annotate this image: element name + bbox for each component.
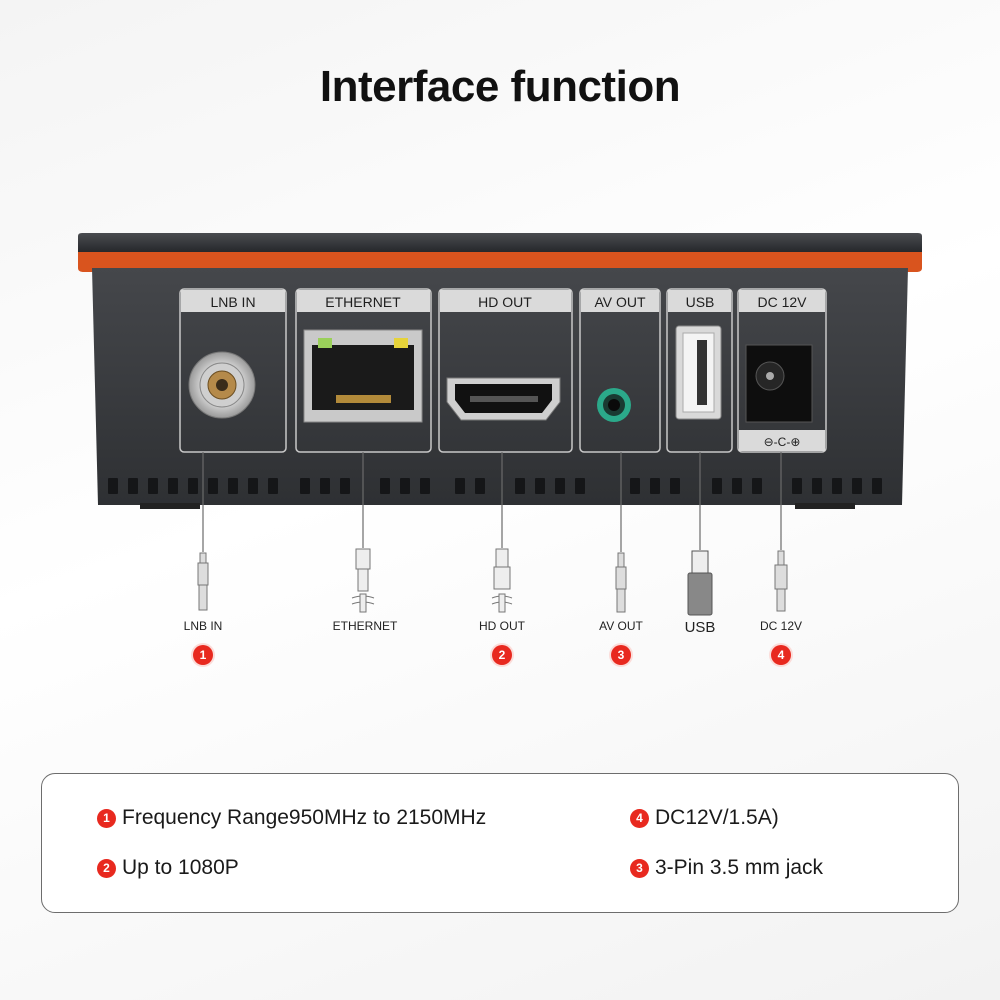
vent-slots bbox=[108, 478, 882, 494]
spec-resolution: 2 Up to 1080P bbox=[97, 856, 239, 880]
lnb-port bbox=[188, 351, 256, 419]
spec-text-power: DC12V/1.5A) bbox=[655, 806, 779, 829]
port-label-dc: DC 12V bbox=[757, 294, 807, 310]
spec-frequency: 1 Frequency Range950MHz to 2150MHz bbox=[97, 806, 486, 830]
spec-text-frequency: Frequency Range950MHz to 2150MHz bbox=[122, 806, 487, 829]
spec-badge-2: 2 bbox=[97, 858, 116, 878]
page-title: Interface function bbox=[319, 62, 681, 111]
spec-power: 4 DC12V/1.5A) bbox=[630, 806, 779, 830]
cable-label-lnb: LNB IN bbox=[183, 619, 223, 633]
spec-badge-3: 3 bbox=[630, 858, 649, 878]
spec-badge-4: 4 bbox=[630, 808, 649, 828]
spec-box bbox=[41, 773, 959, 913]
badge-3: 3 bbox=[611, 645, 631, 665]
cable-label-dc: DC 12V bbox=[759, 619, 803, 633]
receiver-device: LNB IN ETHERNET HD OUT AV OUT USB DC 12V… bbox=[78, 233, 922, 616]
dc-jack bbox=[745, 344, 813, 423]
usb-port bbox=[675, 325, 722, 420]
cable-label-ethernet: ETHERNET bbox=[332, 619, 398, 633]
usb-drive-icon bbox=[687, 550, 713, 616]
port-label-usb: USB bbox=[686, 294, 715, 310]
cable-label-hdout: HD OUT bbox=[479, 619, 525, 633]
hdmi-cable-icon bbox=[491, 548, 513, 613]
hdmi-port bbox=[446, 377, 561, 421]
port-label-hdout: HD OUT bbox=[478, 294, 532, 310]
ethernet-port bbox=[303, 329, 423, 423]
badge-2: 2 bbox=[492, 645, 512, 665]
av-cable-icon bbox=[615, 552, 627, 613]
badge-4: 4 bbox=[771, 645, 791, 665]
av-jack bbox=[597, 388, 631, 422]
lnb-cable-icon bbox=[197, 552, 209, 611]
cable-label-avout: AV OUT bbox=[599, 619, 643, 633]
spec-av-jack: 3 3-Pin 3.5 mm jack bbox=[630, 856, 823, 880]
port-label-ethernet: ETHERNET bbox=[325, 294, 401, 310]
spec-badge-1: 1 bbox=[97, 808, 116, 828]
port-label-lnb: LNB IN bbox=[210, 294, 255, 310]
badge-1: 1 bbox=[193, 645, 213, 665]
spec-text-av-jack: 3-Pin 3.5 mm jack bbox=[655, 856, 824, 879]
port-label-avout: AV OUT bbox=[594, 294, 646, 310]
ethernet-cable-icon bbox=[351, 548, 375, 613]
cable-label-usb: USB bbox=[684, 619, 716, 636]
dc-cable-icon bbox=[774, 550, 788, 612]
dc-polarity-symbol: ⊖-C-⊕ bbox=[764, 435, 801, 449]
spec-text-resolution: Up to 1080P bbox=[122, 856, 239, 879]
